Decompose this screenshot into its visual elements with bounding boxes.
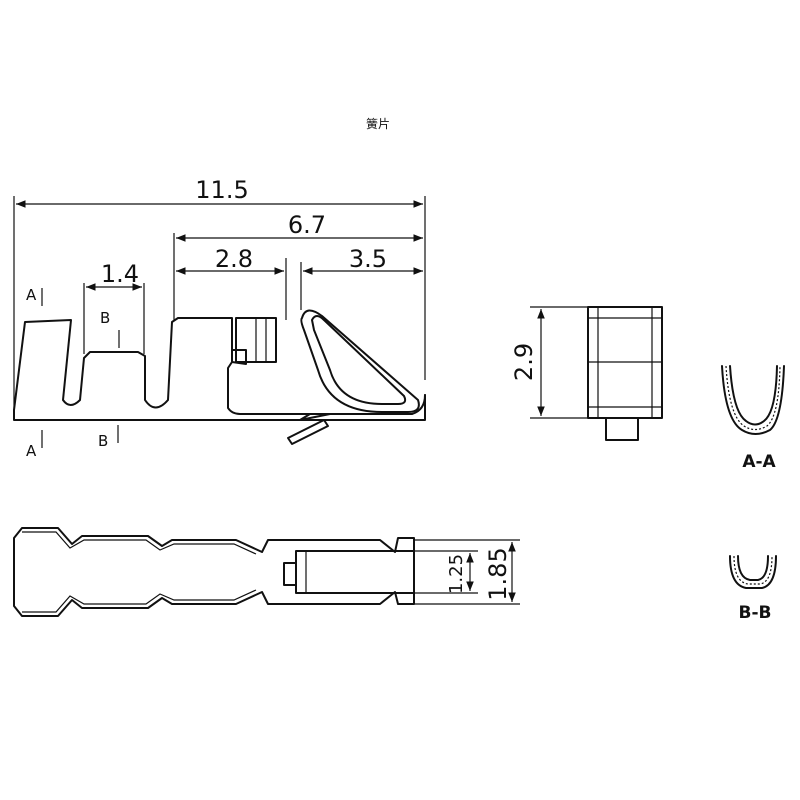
top-view: 1.25 1.85 <box>13 527 520 617</box>
dim-inner-width: 1.25 <box>446 554 467 594</box>
dim-contact-length: 6.7 <box>288 211 326 239</box>
terminal-side-profile <box>13 317 426 421</box>
section-label-aa: A-A <box>742 452 776 472</box>
dim-spring-length: 3.5 <box>349 245 387 273</box>
spring-contact <box>300 309 420 413</box>
dim-insulation-crimp: 1.4 <box>101 260 139 288</box>
dim-overall-length: 11.5 <box>195 176 248 204</box>
section-aa: A-A <box>721 365 785 472</box>
section-marker-b-top: B <box>100 309 110 327</box>
drawing-title: 簧片 <box>366 116 390 131</box>
dim-outer-width: 1.85 <box>484 547 512 600</box>
dim-height: 2.9 <box>510 343 538 381</box>
section-marker-a-bottom: A <box>26 442 37 460</box>
dim-crimp-front: 2.8 <box>215 245 253 273</box>
section-marker-b-bottom: B <box>98 432 108 450</box>
end-view: 2.9 <box>510 306 663 441</box>
terminal-top-profile <box>13 527 415 617</box>
section-bb: B-B <box>729 555 777 623</box>
section-marker-a-top: A <box>26 286 37 304</box>
section-label-bb: B-B <box>739 603 772 623</box>
side-view: 11.5 6.7 2.8 3.5 1.4 A A B B <box>13 176 426 460</box>
